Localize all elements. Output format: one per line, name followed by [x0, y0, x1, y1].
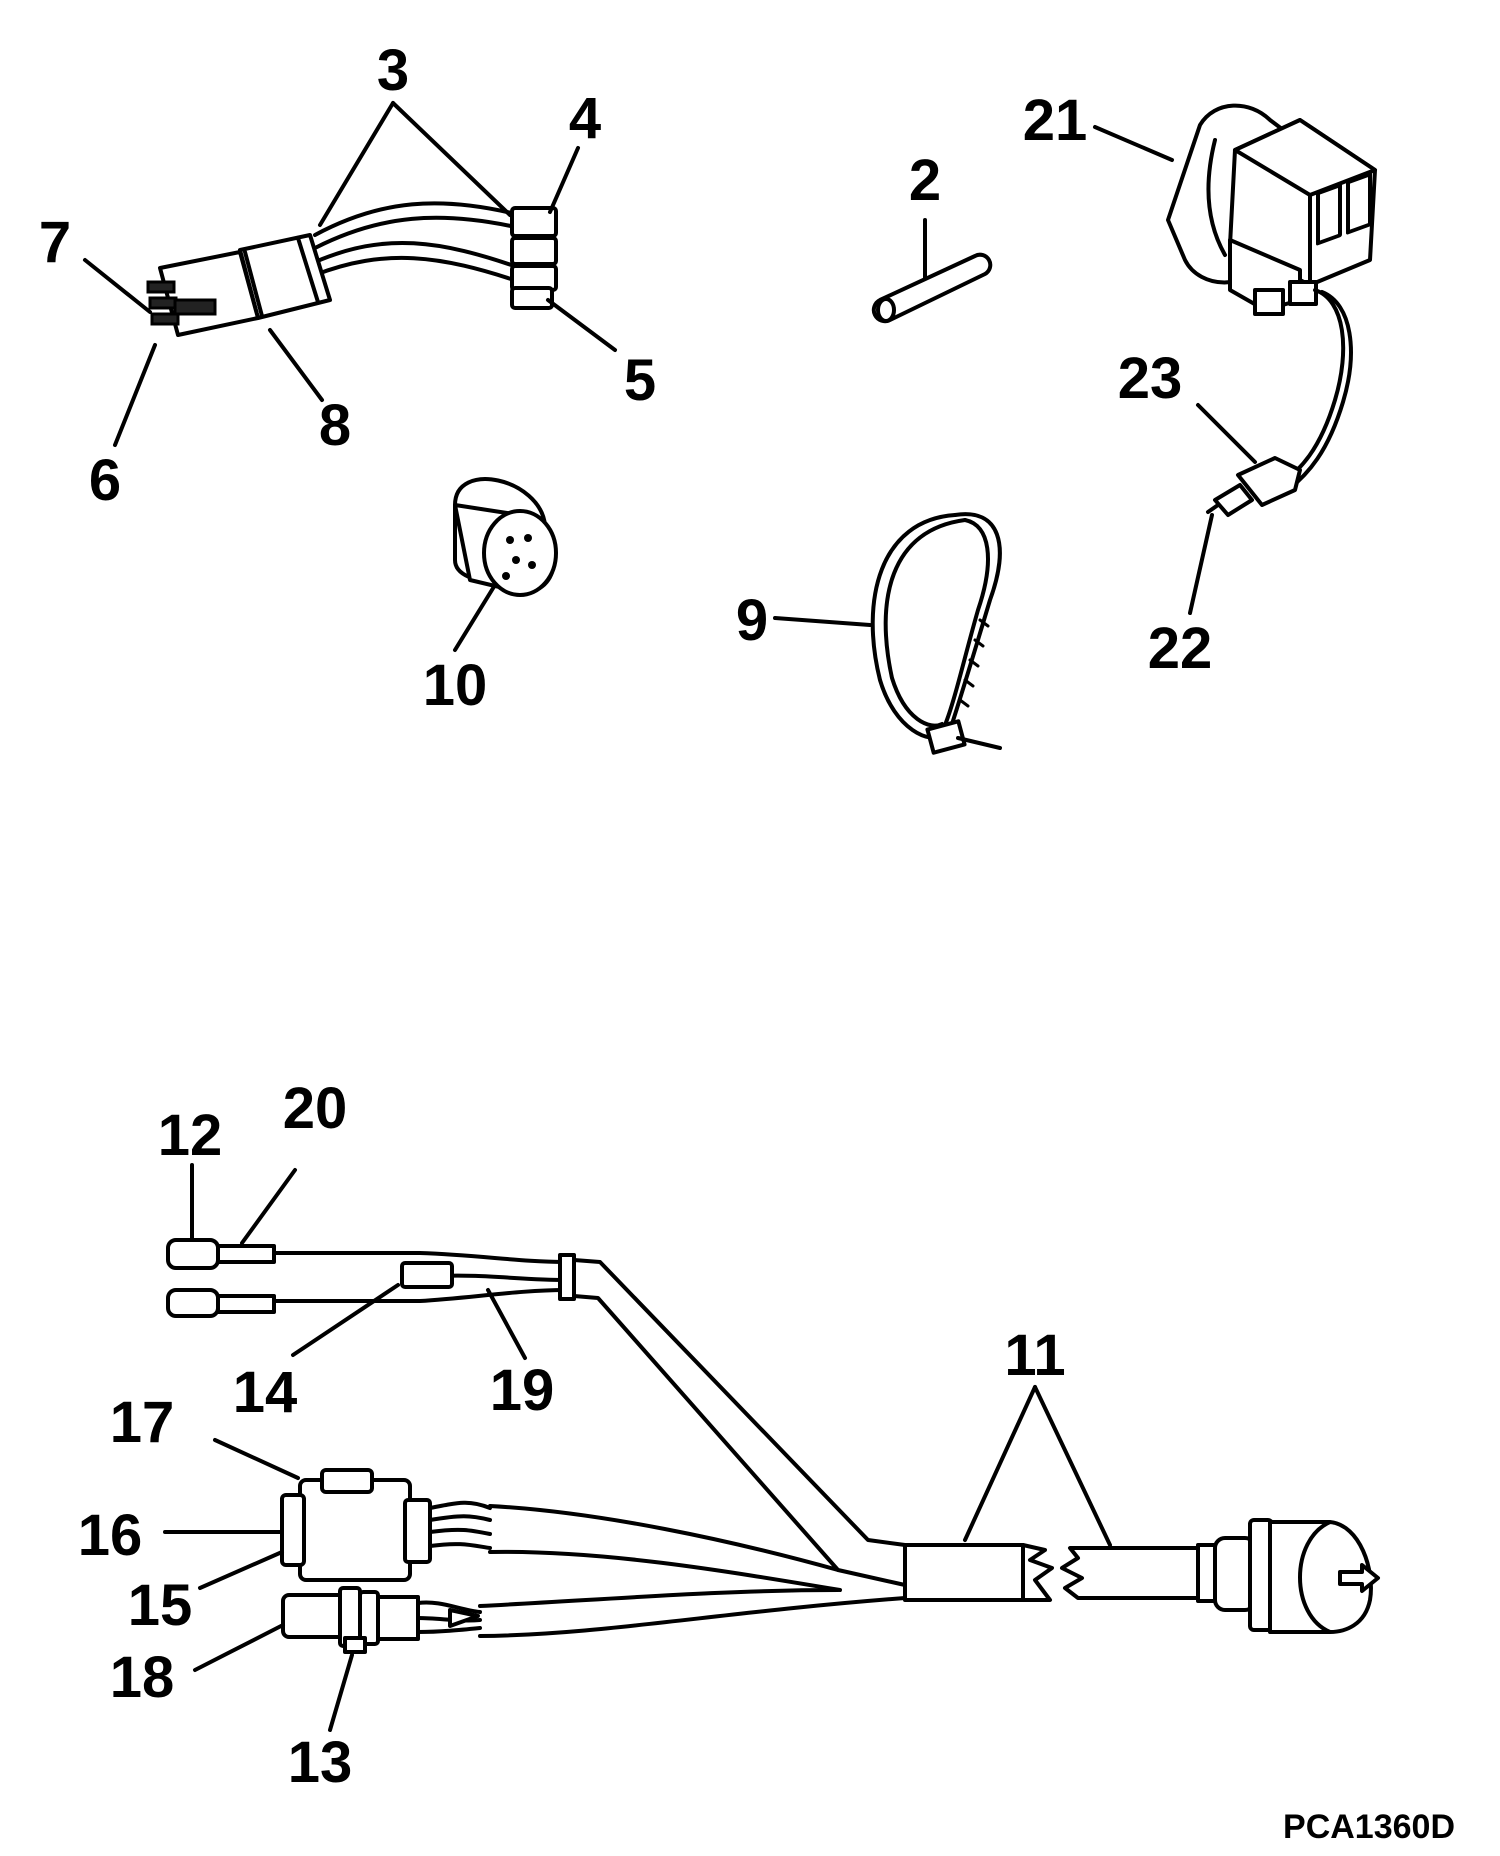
callout-13: 13	[288, 1730, 353, 1795]
callout-21: 21	[1023, 88, 1088, 153]
leader-9	[773, 616, 872, 627]
leader-15	[198, 1550, 284, 1590]
main-harness-part	[166, 1238, 1380, 1654]
leader-5	[546, 298, 617, 352]
callout-3: 3	[377, 38, 409, 103]
callout-6: 6	[89, 448, 121, 513]
callout-22: 22	[1148, 616, 1213, 681]
leader-3a	[318, 101, 395, 227]
callout-8: 8	[319, 393, 351, 458]
cable-tie-part	[870, 512, 1002, 755]
callout-14: 14	[233, 1360, 298, 1425]
callout-10: 10	[423, 653, 488, 718]
leader-10	[453, 583, 497, 652]
callout-5: 5	[624, 348, 656, 413]
leader-3b	[391, 101, 512, 217]
leader-18	[193, 1623, 285, 1672]
leader-14	[291, 1283, 400, 1357]
leader-17	[213, 1438, 300, 1480]
callout-4: 4	[569, 86, 601, 151]
callout-9: 9	[736, 588, 768, 653]
module-part	[1166, 103, 1377, 517]
leader-8	[268, 328, 324, 402]
callout-20: 20	[283, 1076, 348, 1141]
callout-2: 2	[909, 148, 941, 213]
leader-13	[328, 1653, 354, 1732]
pin-part	[871, 252, 993, 324]
callout-23: 23	[1118, 346, 1183, 411]
leader-20	[240, 1168, 297, 1245]
callout-7: 7	[39, 210, 71, 275]
leader-11b	[1033, 1385, 1112, 1547]
leader-6	[113, 343, 157, 447]
leader-11a	[963, 1385, 1037, 1542]
callout-19: 19	[490, 1358, 555, 1423]
leader-23	[1196, 403, 1257, 464]
callout-labels: 2 3 4 5 6 7 8 9 10 11 12 13 14 15 16 17 …	[39, 38, 1212, 1795]
leader-21	[1093, 125, 1174, 162]
leader-7	[83, 258, 152, 314]
callout-17: 17	[110, 1390, 175, 1455]
figure-code: PCA1360D	[1283, 1808, 1455, 1846]
leader-19	[486, 1288, 527, 1360]
callout-12: 12	[158, 1103, 223, 1168]
callout-15: 15	[128, 1573, 193, 1638]
leader-4	[548, 146, 580, 214]
small-harness-part	[146, 201, 558, 337]
callout-11: 11	[1004, 1323, 1065, 1388]
cap-part	[453, 477, 558, 597]
leader-22	[1188, 513, 1214, 615]
callout-16: 16	[78, 1503, 143, 1568]
callout-18: 18	[110, 1645, 175, 1710]
